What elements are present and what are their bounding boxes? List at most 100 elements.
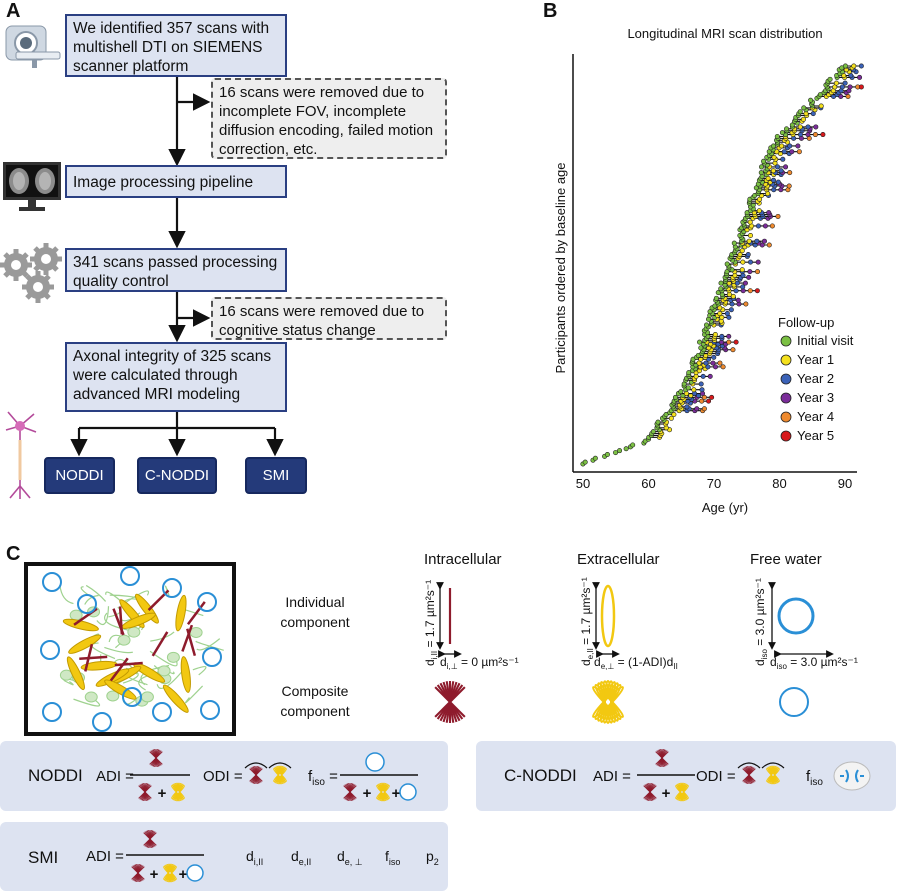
chart-title: Longitudinal MRI scan distribution bbox=[627, 26, 822, 41]
scan-point bbox=[713, 364, 719, 370]
scan-point bbox=[740, 259, 746, 265]
svg-text:+: + bbox=[363, 785, 372, 802]
participant-row bbox=[630, 442, 636, 448]
scan-point bbox=[701, 406, 707, 412]
scan-point bbox=[769, 223, 775, 229]
scan-point bbox=[691, 387, 697, 393]
gears-icon bbox=[0, 243, 62, 303]
participant-row bbox=[759, 164, 789, 170]
scan-point bbox=[842, 63, 848, 69]
legend-swatch bbox=[780, 411, 792, 423]
noddi-fiso-label: fiso = bbox=[308, 768, 338, 788]
legend-swatch bbox=[780, 354, 792, 366]
model-equation-glyphs: ++++++ bbox=[126, 748, 871, 883]
panel-b-label: B bbox=[543, 0, 558, 22]
scan-point bbox=[775, 164, 781, 170]
scan-point bbox=[604, 451, 610, 457]
scan-point bbox=[705, 364, 711, 370]
legend-entry: Year 5 bbox=[797, 428, 834, 443]
smi-param-fiso: fiso bbox=[385, 848, 401, 867]
scan-point bbox=[735, 297, 741, 303]
scan-point bbox=[812, 132, 818, 138]
scan-point bbox=[787, 143, 793, 149]
svg-text:+: + bbox=[662, 785, 671, 802]
participant-row bbox=[827, 76, 833, 82]
scan-point bbox=[728, 307, 734, 313]
header-extracellular: Extracellular bbox=[577, 551, 660, 568]
legend-title: Follow-up bbox=[778, 315, 834, 330]
scan-point bbox=[755, 259, 761, 265]
scan-point bbox=[755, 223, 761, 229]
scan-point bbox=[808, 97, 814, 103]
row-composite-component: Composite component bbox=[280, 683, 350, 719]
participant-row bbox=[623, 446, 629, 452]
note-removed-cognitive: 16 scans were removed due to cognitive s… bbox=[211, 297, 447, 340]
extracellular-ellipsoid bbox=[592, 582, 620, 658]
scan-point bbox=[851, 63, 857, 69]
scan-point bbox=[771, 154, 777, 160]
scan-point bbox=[805, 124, 811, 130]
smi-param-d-intra: di,II bbox=[246, 848, 264, 867]
scan-point bbox=[784, 126, 790, 132]
scan-point bbox=[770, 143, 776, 149]
legend-entry: Year 2 bbox=[797, 371, 834, 386]
legend-entry: Year 1 bbox=[797, 352, 834, 367]
scan-point bbox=[718, 280, 724, 286]
participant-row bbox=[582, 459, 588, 465]
scan-point bbox=[699, 398, 705, 404]
scan-point bbox=[847, 84, 853, 90]
scan-point bbox=[747, 288, 753, 294]
scan-point bbox=[770, 177, 776, 183]
flow-step-axonal: Axonal integrity of 325 scans were calcu… bbox=[65, 342, 287, 412]
scan-point bbox=[781, 149, 787, 155]
scan-point bbox=[779, 143, 785, 149]
panel-c-label: C bbox=[6, 543, 21, 565]
scan-point bbox=[787, 170, 793, 176]
extra-dperp-label: de,⊥ = (1-ADI)dII bbox=[594, 655, 678, 671]
scan-point bbox=[742, 280, 748, 286]
scan-point bbox=[746, 274, 752, 280]
scan-point bbox=[780, 156, 786, 162]
legend-entry: Initial visit bbox=[797, 333, 854, 348]
scan-point bbox=[795, 143, 801, 149]
scan-point bbox=[786, 183, 792, 189]
scan-point bbox=[783, 164, 789, 170]
scan-point bbox=[827, 76, 833, 82]
scan-point bbox=[713, 295, 719, 301]
scan-point bbox=[718, 286, 724, 292]
scan-point bbox=[743, 301, 749, 307]
scan-point bbox=[706, 398, 712, 404]
scan-point bbox=[704, 322, 710, 328]
x-tick-label-70: 70 bbox=[707, 476, 721, 491]
individual-components: di,II = 1.7 µm²s⁻¹ di,⊥ = 0 µm²s⁻¹ de,II… bbox=[423, 577, 858, 671]
scan-point bbox=[720, 364, 726, 370]
participant-row bbox=[761, 158, 767, 164]
scan-point bbox=[719, 314, 725, 320]
scan-point bbox=[745, 252, 751, 258]
smi-param-d-extra-perp: de, ⊥ bbox=[337, 848, 363, 867]
intra-dperp-label: di,⊥ = 0 µm²s⁻¹ bbox=[440, 655, 519, 671]
scan-point bbox=[759, 164, 765, 170]
participant-row bbox=[690, 364, 726, 370]
scan-point bbox=[719, 333, 725, 339]
legend-swatch bbox=[780, 430, 792, 442]
flowchart-connectors bbox=[70, 76, 284, 457]
smi-label: SMI bbox=[28, 848, 59, 867]
scan-point bbox=[698, 381, 704, 387]
scan-point bbox=[818, 103, 824, 109]
scan-point bbox=[671, 411, 677, 417]
participant-row bbox=[678, 389, 684, 395]
neuron-icon bbox=[5, 411, 37, 499]
scan-point bbox=[724, 311, 730, 317]
smi-param-d-extra-par: de,II bbox=[291, 848, 312, 867]
scan-point bbox=[756, 208, 762, 214]
svg-text:+: + bbox=[150, 866, 159, 883]
scan-point bbox=[766, 242, 772, 248]
scan-point bbox=[739, 267, 745, 273]
scan-point bbox=[770, 168, 776, 174]
scan-point bbox=[592, 455, 598, 461]
scan-point bbox=[623, 446, 629, 452]
noddi-adi-label: ADI = bbox=[96, 768, 134, 785]
